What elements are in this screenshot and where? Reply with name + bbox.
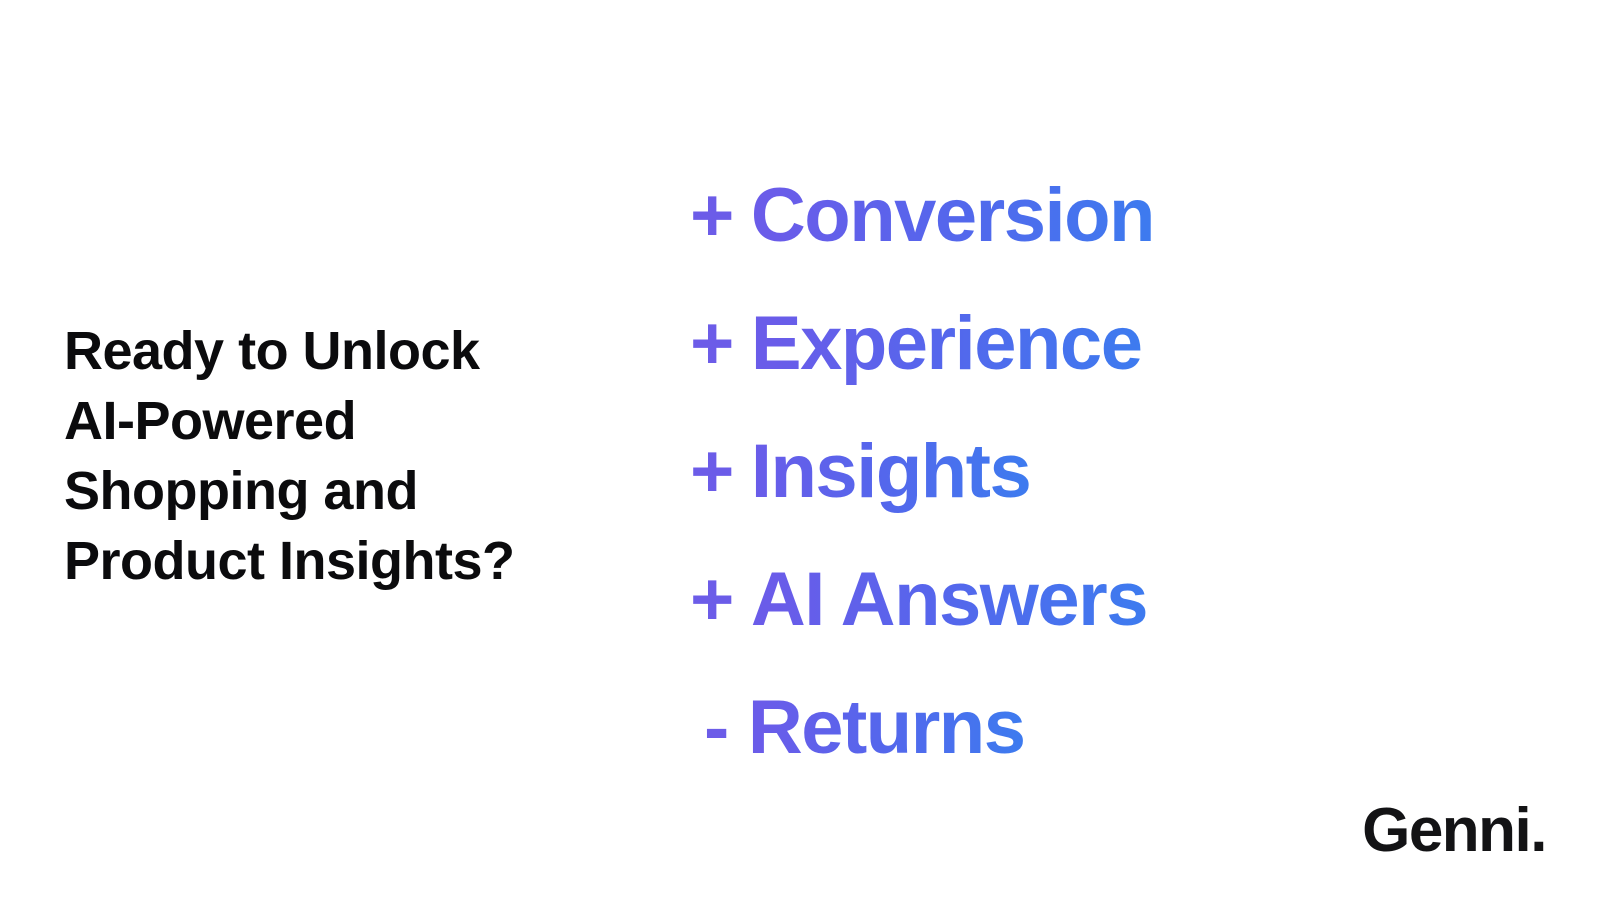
list-item: + Insights: [690, 408, 1030, 536]
list-item: + Conversion: [690, 152, 1154, 280]
benefits-list: + Conversion + Experience + Insights + A…: [690, 152, 1310, 792]
benefit-label-conversion: Conversion: [750, 173, 1154, 258]
list-item: - Returns: [704, 664, 1024, 792]
minus-icon: -: [704, 685, 728, 770]
plus-icon: +: [690, 557, 733, 642]
plus-icon: +: [690, 173, 733, 258]
benefit-label-ai-answers: AI Answers: [750, 557, 1147, 642]
benefit-label-insights: Insights: [750, 429, 1031, 514]
list-item: + Experience: [690, 280, 1141, 408]
plus-icon: +: [690, 429, 733, 514]
list-item: + AI Answers: [690, 536, 1147, 664]
benefit-label-experience: Experience: [750, 301, 1142, 386]
brand-logo: Genni.: [1362, 796, 1547, 865]
plus-icon: +: [690, 301, 733, 386]
benefit-label-returns: Returns: [747, 685, 1025, 770]
page-title: Ready to Unlock AI-Powered Shopping and …: [64, 321, 515, 591]
